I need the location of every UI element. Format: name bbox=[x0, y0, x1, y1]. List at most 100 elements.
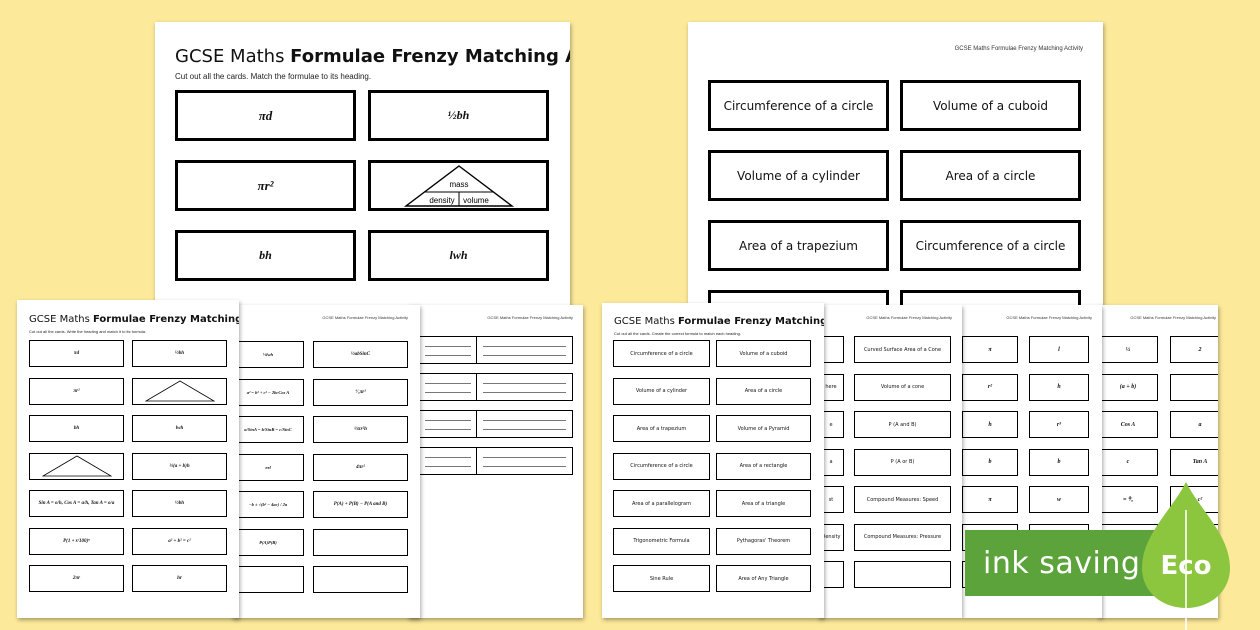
card-text: π bbox=[988, 496, 992, 503]
triangle-left: density bbox=[429, 196, 454, 205]
formula-text: bh bbox=[259, 248, 272, 262]
card-text: 2 bbox=[1198, 346, 1202, 353]
card-text: a² = b² + c² − 2bcCos A bbox=[246, 389, 290, 395]
small-card: a² + b² = c² bbox=[132, 527, 227, 555]
small-card: ½ bbox=[1098, 336, 1158, 363]
card-text: Circumference of a circle bbox=[630, 463, 693, 469]
small-card: h bbox=[1029, 373, 1089, 401]
heading-text: Volume of a cylinder bbox=[737, 168, 860, 183]
triangle-right: volume bbox=[463, 196, 489, 205]
card-text: Circumference of a circle bbox=[630, 350, 693, 357]
card-text: ½(a + b)h bbox=[169, 463, 190, 469]
card-text: st bbox=[828, 496, 834, 503]
small-card: (a + b) bbox=[1098, 373, 1158, 401]
card-text: ½ bbox=[1125, 346, 1131, 353]
formula-card: πd bbox=[175, 90, 356, 141]
small-card bbox=[132, 377, 227, 405]
title-regular: GCSE Maths bbox=[29, 314, 93, 325]
small-card: Area of a trapezium bbox=[613, 415, 710, 442]
small-card: Sin A = o/h, Cos A = a/h, Tan A = o/a bbox=[29, 490, 124, 517]
heading-text: Volume of a cuboid bbox=[932, 98, 1049, 113]
heading-card: Area of a circle bbox=[900, 150, 1081, 201]
lines-sheet: GCSE Maths Formulae Frenzy Matching Acti… bbox=[408, 305, 583, 618]
card-text: P(1 + r/100)ⁿ bbox=[63, 538, 90, 544]
headings-sheet: GCSE Maths Formulae Frenzy Matching Acti… bbox=[688, 22, 1103, 322]
card-text: a bbox=[829, 459, 833, 465]
card-text: P (A or B) bbox=[890, 459, 915, 465]
heading-card: Circumference of a circle bbox=[900, 220, 1081, 271]
heading-text: Circumference of a circle bbox=[915, 238, 1066, 253]
card-text: a bbox=[1198, 421, 1202, 428]
formula-triangle-card: mass density volume bbox=[368, 160, 549, 211]
sheet-header: GCSE Maths Formulae Frenzy Matching Acti… bbox=[322, 315, 408, 320]
sheet-header: GCSE Maths Formulae Frenzy Matching Acti… bbox=[866, 315, 952, 320]
heading-text: Area of a circle bbox=[945, 168, 1036, 183]
small-card: πd bbox=[29, 340, 124, 367]
title-regular: GCSE Maths bbox=[175, 46, 291, 67]
heading-text: Area of a trapezium bbox=[739, 238, 858, 253]
card-text: ⁴⁄₃πr³ bbox=[355, 389, 366, 395]
small-card: Cos A bbox=[1098, 411, 1158, 438]
small-card: Volume of a cylinder bbox=[613, 377, 710, 405]
small-card: r² bbox=[962, 373, 1018, 401]
small-card: ⅓lwh bbox=[232, 341, 304, 368]
card-text: ½abSinC bbox=[350, 352, 371, 357]
card-text: Trigonometric Formula bbox=[633, 538, 690, 544]
card-text: Area of a trapezium bbox=[636, 425, 687, 432]
small-card bbox=[854, 561, 951, 588]
card-text: r² bbox=[987, 384, 993, 390]
card-text: Sin A = o/h, Cos A = a/h, Tan A = o/a bbox=[38, 501, 115, 506]
small-card: ½bh bbox=[132, 340, 227, 367]
card-text: h bbox=[1057, 384, 1061, 390]
heading-card: Volume of a cuboid bbox=[900, 80, 1081, 131]
small-card: πrl bbox=[232, 453, 304, 481]
answer-box bbox=[476, 373, 573, 401]
small-card: Volume of a cone bbox=[854, 373, 951, 401]
small-card: 2 bbox=[1170, 336, 1218, 363]
sheet-header: GCSE Maths Formulae Frenzy Matching Acti… bbox=[1130, 315, 1216, 320]
small-card: = ⁰⁄ₐ bbox=[1098, 486, 1158, 513]
card-text: Area of Any Triangle bbox=[738, 575, 789, 582]
card-text: b bbox=[988, 459, 992, 465]
card-text: (a + b) bbox=[1119, 384, 1137, 390]
formulae-sheet-2: GCSE Maths Formulae Frenzy Matching Acti… bbox=[232, 305, 420, 618]
small-card bbox=[1170, 373, 1218, 401]
answer-box bbox=[418, 373, 478, 401]
small-card bbox=[29, 452, 124, 480]
card-text: πd bbox=[73, 351, 80, 356]
small-card: πr² bbox=[29, 377, 124, 405]
small-card: b bbox=[962, 448, 1018, 476]
heading-card: Volume of a cylinder bbox=[708, 150, 889, 201]
small-card: P (A or B) bbox=[854, 448, 951, 476]
small-card: Tan A bbox=[1170, 448, 1218, 476]
small-card: Area of a rectangle bbox=[716, 452, 811, 480]
small-card: Area of Any Triangle bbox=[716, 565, 811, 592]
small-card: Volume of a cuboid bbox=[716, 340, 811, 367]
card-text: w bbox=[1056, 496, 1061, 503]
small-card: P(1 + r/100)ⁿ bbox=[29, 527, 124, 555]
density-triangle-icon: mass density volume bbox=[403, 164, 514, 207]
card-text: Volume of a cone bbox=[880, 384, 925, 390]
answer-box bbox=[418, 410, 478, 438]
small-card: Curved Surface Area of a Cone bbox=[854, 336, 951, 363]
small-card: c bbox=[1098, 448, 1158, 476]
card-text: π bbox=[988, 346, 992, 353]
ink-saving-label: ink saving bbox=[983, 545, 1141, 581]
formula-card: bh bbox=[175, 230, 356, 281]
formula-text: πd bbox=[258, 107, 273, 123]
small-card: 2πr bbox=[29, 565, 124, 592]
small-card: P(A) + P(B) − P(A and B) bbox=[313, 491, 408, 518]
card-text: ½bh bbox=[174, 501, 185, 506]
small-card: Area of a circle bbox=[716, 377, 811, 405]
card-text: P(A)P(B) bbox=[259, 539, 277, 545]
sheet-subtitle: Cut out all the cards. Match the formula… bbox=[175, 72, 372, 81]
card-text: a/SinA = b/SinB = c/SinC bbox=[244, 427, 292, 432]
card-text: ½bh bbox=[174, 351, 185, 356]
small-card: l bbox=[1029, 336, 1089, 363]
card-text: −b ± √(b² − 4ac) / 2a bbox=[248, 502, 288, 507]
small-card bbox=[232, 566, 304, 593]
formula-card: lwh bbox=[368, 230, 549, 281]
answer-box bbox=[476, 447, 573, 475]
small-card: Area of a parallelogram bbox=[613, 490, 710, 517]
heading-card: Area of a trapezium bbox=[708, 220, 889, 271]
